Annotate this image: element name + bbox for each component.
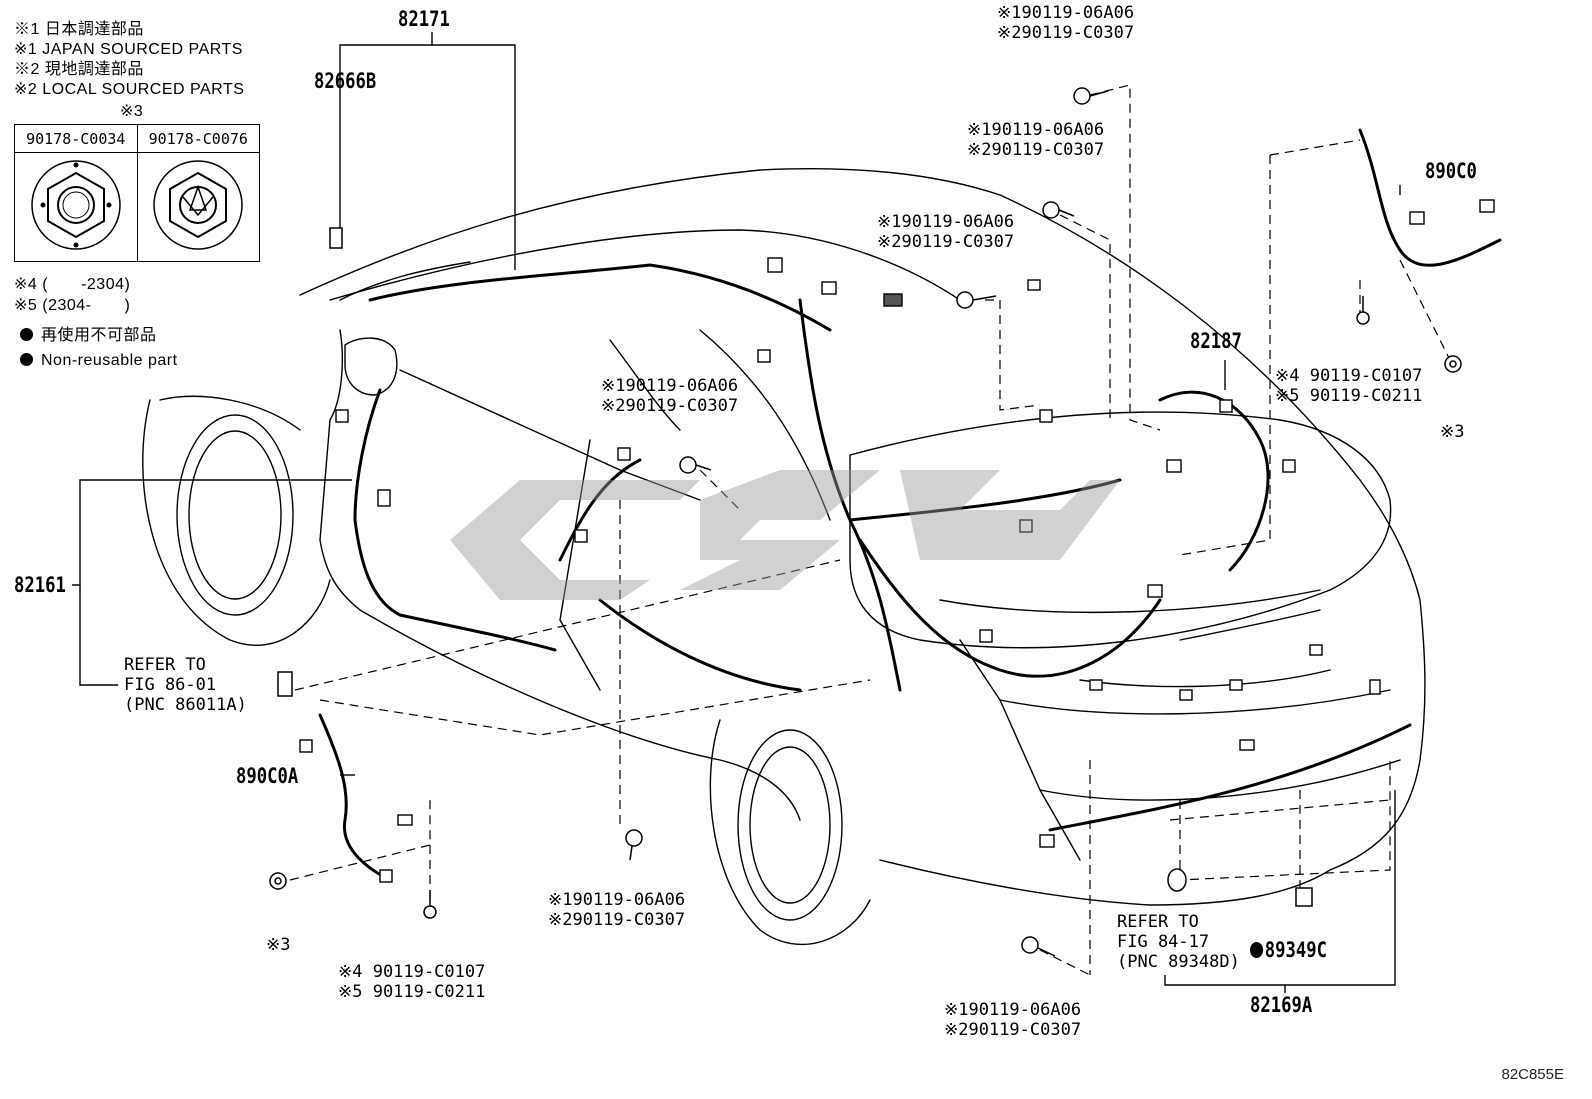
non-reusable-dot-icon [20,328,33,341]
bracket-lines [72,32,1401,993]
roof-outline [299,168,1361,481]
part-890c0a-label[interactable]: 890C0A [236,764,299,788]
screw-icon [1356,296,1370,325]
part-82171-label[interactable]: 82171 [398,7,450,31]
legend-local-sourced-jp: ※2 現地調達部品 [14,61,144,78]
back-door-harness-82187 [1158,390,1270,572]
legend-japan-sourced-en: ※1 JAPAN SOURCED PARTS [14,41,243,58]
bracket-icon [277,671,293,697]
clip-icon [329,227,343,249]
legend-note-3: ※3 [120,103,144,120]
side-mirror [344,337,398,396]
bolt-callout-4[interactable]: ※190119-06A06※290119-C0307 [601,376,739,416]
front-wheel [176,414,294,616]
bolt-icon [1042,201,1075,219]
abs-harness-890c0a [318,713,392,882]
part-82169a-label[interactable]: 82169A [1250,993,1313,1017]
screw-icon [423,890,437,919]
bolt-icon [1021,936,1056,957]
nut-note-3-right[interactable]: ※3 [1440,422,1465,442]
bolt-callout-5[interactable]: ※190119-06A06※290119-C0307 [548,890,686,930]
abs-harness-890c0 [1358,128,1502,267]
clip-variant-a-label: 90178-C0034 [14,124,138,153]
floor-harness-82161 [353,388,557,652]
clip-variant-table: 90178-C0034 90178-C0076 [14,124,260,262]
fasteners [269,87,1462,957]
clip-nut-icon [1444,355,1462,373]
rear-glass [849,411,1392,649]
clip-variant-b-label: 90178-C0076 [136,124,260,153]
legend-note-5: ※5 (2304- ) [14,297,131,314]
clip-variant-b-image [136,152,260,262]
roof-harness-82171 [368,263,832,332]
nut-note-3-left[interactable]: ※3 [266,935,291,955]
bumper-harness-82169a [1048,723,1412,832]
clip-nut-icon [269,872,287,890]
screw-callout-left[interactable]: ※4 90119-C0107※5 90119-C0211 [338,962,486,1002]
screw-callout-right[interactable]: ※4 90119-C0107※5 90119-C0211 [1275,366,1423,406]
legend-local-sourced-en: ※2 LOCAL SOURCED PARTS [14,81,245,98]
bolt-icon [956,291,997,309]
nut-icon [153,160,243,250]
legend-non-reusable-jp: 再使用不可部品 [20,326,157,345]
bolt-callout-6[interactable]: ※190119-06A06※290119-C0307 [944,1000,1082,1040]
connector-icon [1295,887,1313,907]
figure-code: 82C855E [1501,1066,1564,1083]
part-82187-label[interactable]: 82187 [1190,329,1242,353]
bolt-icon [679,456,712,474]
clip-variant-a-image [14,152,138,262]
bolt-callout-1[interactable]: ※190119-06A06※290119-C0307 [997,3,1135,43]
rear-wheel [737,729,843,921]
nut-icon [31,160,121,250]
legend-note-4: ※4 ( -2304) [14,276,131,293]
bolt-icon [625,829,643,861]
watermark-logo [450,470,1120,600]
grommet-icon [1167,868,1187,892]
harness-connectors [299,199,1495,883]
legend-japan-sourced-jp: ※1 日本調達部品 [14,21,144,38]
bolt-callout-2[interactable]: ※190119-06A06※290119-C0307 [967,120,1105,160]
part-89349c-label[interactable]: 89349C [1250,940,1327,961]
non-reusable-dot-icon [20,353,33,366]
non-reusable-dot-icon [1250,942,1264,958]
part-82161-label[interactable]: 82161 [14,573,66,597]
part-890c0-label[interactable]: 890C0 [1425,159,1477,183]
bolt-icon [1073,87,1109,105]
wiring-harness [318,128,1502,882]
bolt-callout-3[interactable]: ※190119-06A06※290119-C0307 [877,212,1015,252]
legend-non-reusable-en: Non-reusable part [20,351,178,370]
part-82666b-label[interactable]: 82666B [314,69,377,93]
